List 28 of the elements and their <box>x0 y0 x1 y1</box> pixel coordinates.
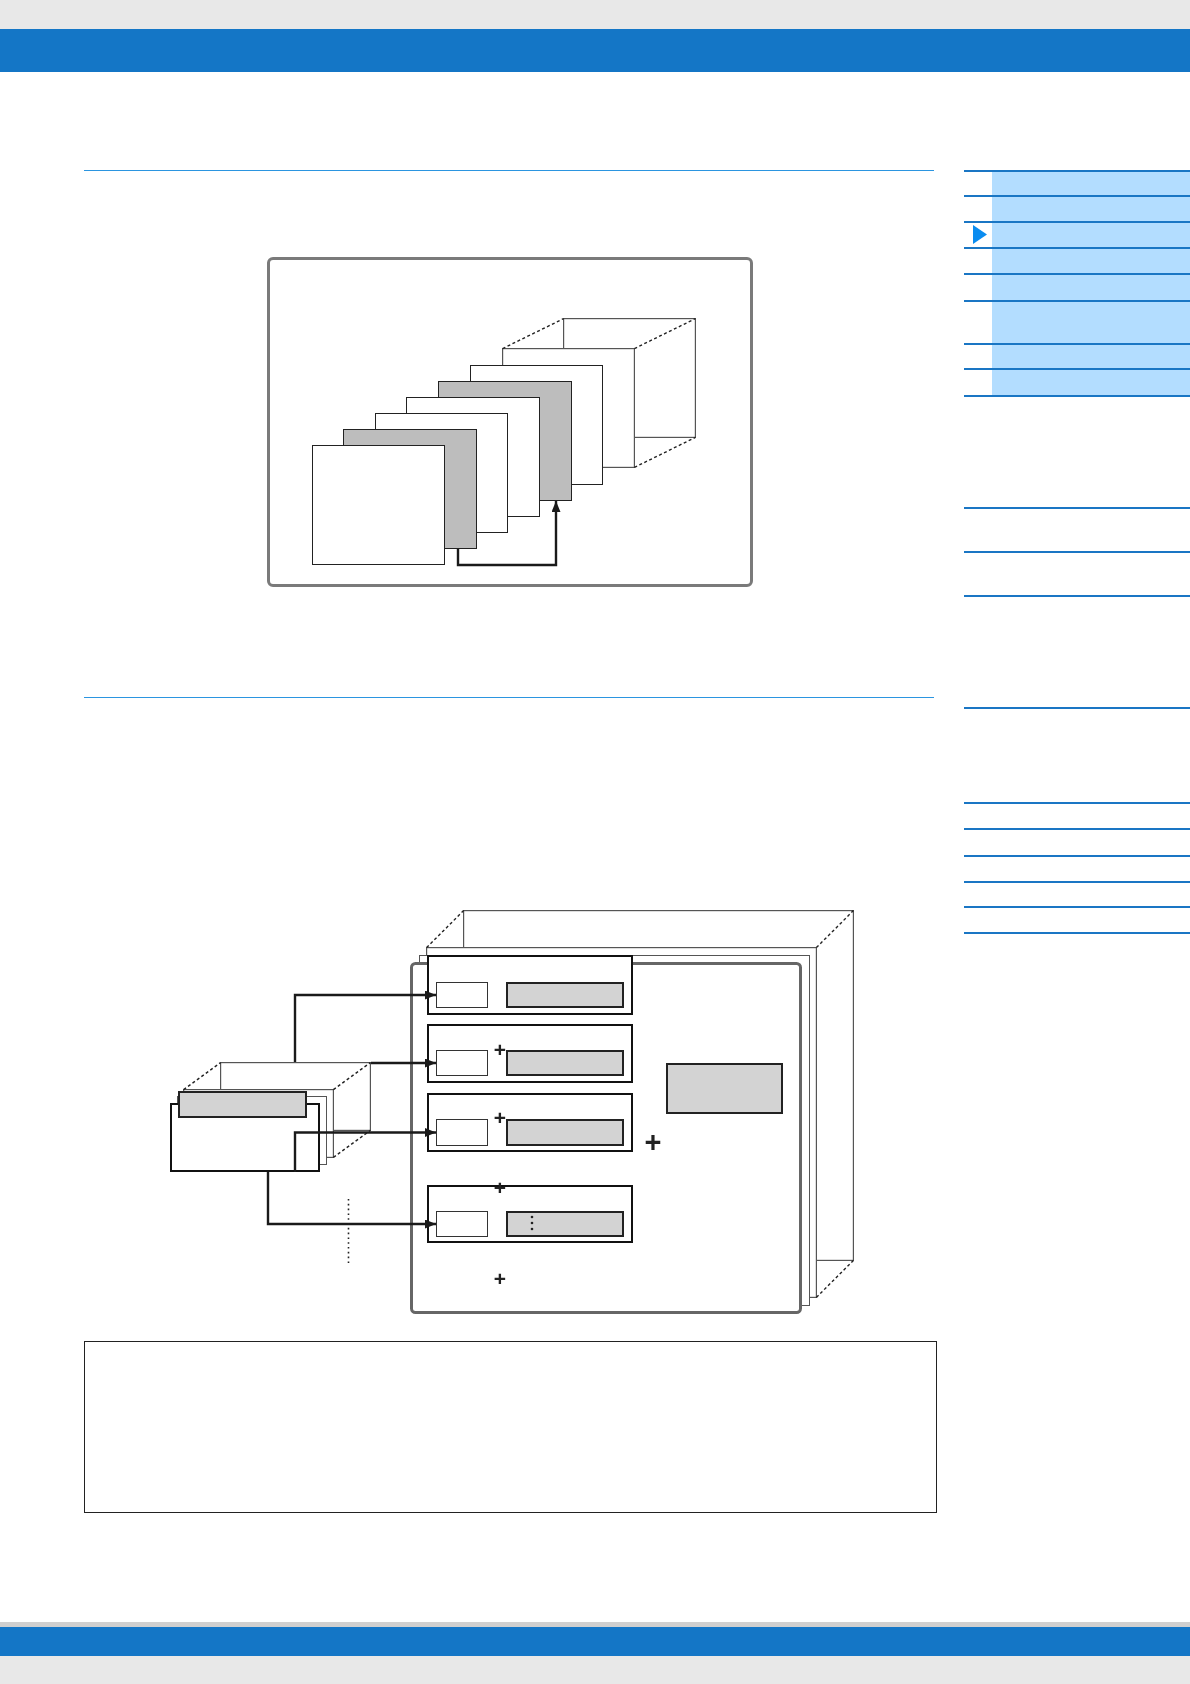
row-panel <box>427 955 633 1015</box>
card-stack <box>170 1062 371 1172</box>
arrow <box>293 990 436 1062</box>
row-panel <box>427 1093 633 1152</box>
arrow <box>371 1058 436 1068</box>
plus-sign: + <box>493 1039 507 1061</box>
row-panel <box>427 1024 633 1083</box>
diagram-frame <box>267 257 753 587</box>
shaded-block <box>666 1063 783 1114</box>
arrow <box>293 1128 436 1172</box>
arrow <box>456 501 561 567</box>
plus-sign: + <box>644 1127 662 1157</box>
layer-sheet <box>312 445 445 565</box>
shaded-bar <box>178 1091 307 1118</box>
shaded-bar <box>506 982 624 1008</box>
arrow <box>266 1172 436 1229</box>
plus-sign: + <box>493 1268 507 1290</box>
shaded-bar <box>506 1119 624 1146</box>
slot-box <box>436 1119 488 1146</box>
shaded-bar <box>506 1050 624 1076</box>
shaded-bar <box>506 1211 624 1237</box>
cube-outline <box>502 318 696 468</box>
slot-box <box>436 1050 488 1076</box>
note-box <box>84 1341 937 1513</box>
slot-box <box>436 982 488 1008</box>
panel-stack <box>410 910 854 1314</box>
plus-sign: + <box>493 1107 507 1129</box>
slot-box <box>436 1211 488 1237</box>
